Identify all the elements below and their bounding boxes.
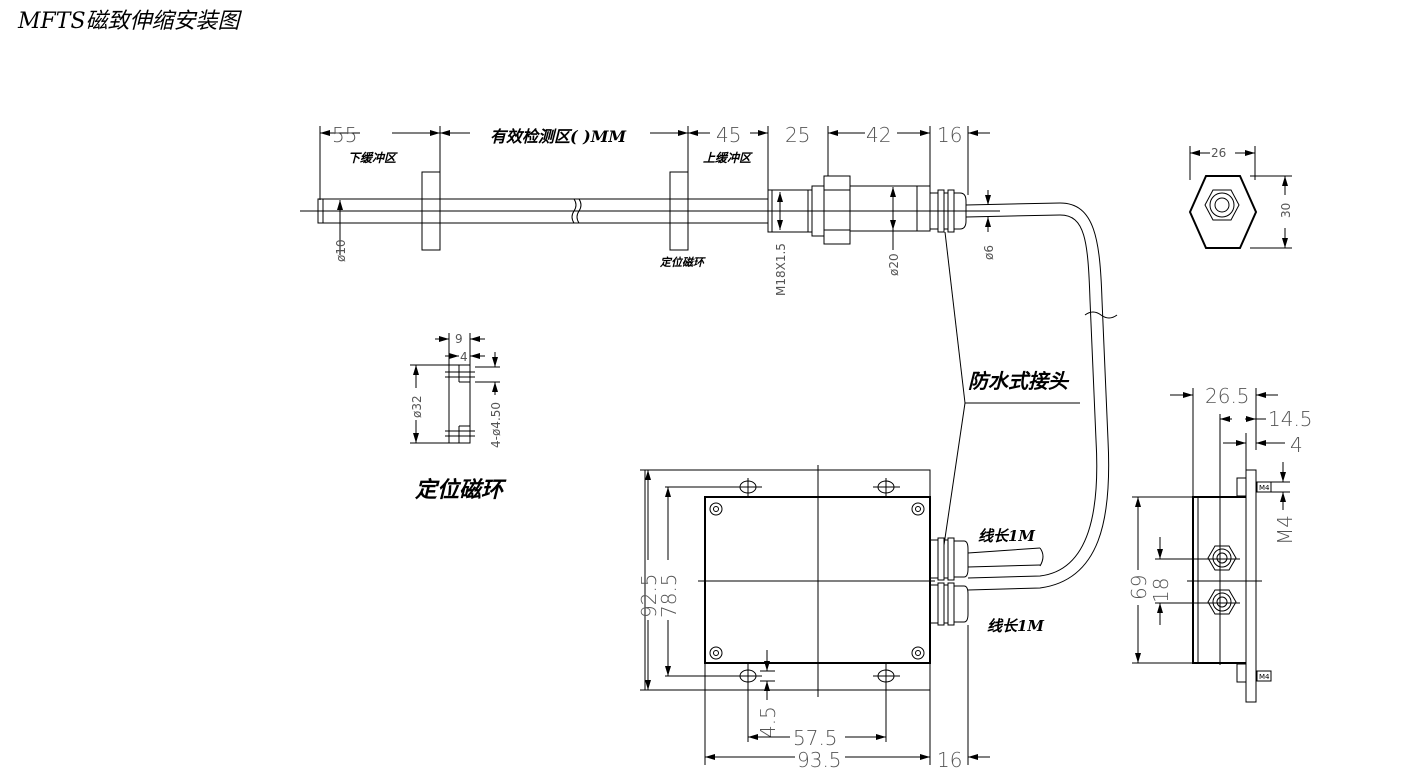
thread-spec: M18X1.5 — [774, 243, 788, 296]
hex-width-dim: 26 — [1211, 146, 1226, 160]
ring-holes-dim: 4-ø4.50 — [489, 402, 503, 448]
ring-thickness-dim: 9 — [455, 332, 463, 346]
cable-diameter: ø6 — [982, 245, 996, 260]
dim-16: 16 — [937, 123, 962, 147]
effective-zone-label: 有效检测区( )MM — [490, 127, 627, 146]
lower-buffer-label: 下缓冲区 — [348, 151, 398, 165]
side-offset-dim: 14.5 — [1268, 407, 1313, 431]
m4-tag-bottom: M4 — [1259, 673, 1270, 681]
cable-length-label-1: 线长1M — [978, 527, 1035, 545]
electronics-box: 92.5 78.5 4.5 57.5 93.5 16 线长1M 线长1M — [637, 465, 1044, 772]
box-hole-spacing-v: 78.5 — [657, 573, 681, 618]
box-width: 93.5 — [797, 748, 842, 772]
ring-groove-dim: 4 — [460, 350, 468, 364]
magnet-ring-label-top: 定位磁环 — [659, 256, 706, 269]
connector-callout: 防水式接头 — [943, 231, 1080, 546]
probe-drawing: 55 有效检测区( )MM 45 25 42 16 下缓冲区 上缓冲区 ø10 … — [300, 123, 1061, 296]
rod-diameter: ø10 — [334, 239, 348, 262]
side-height-dim: 69 — [1127, 575, 1151, 600]
cable-length-label-2: 线长1M — [987, 617, 1044, 635]
magnet-ring-title: 定位磁环 — [414, 477, 507, 503]
side-width-dim: 26.5 — [1205, 384, 1250, 408]
dim-42: 42 — [866, 123, 891, 147]
upper-buffer-label: 上缓冲区 — [703, 151, 753, 165]
side-plate-dim: 4 — [1290, 433, 1303, 457]
dim-25: 25 — [785, 123, 810, 147]
box-hole-spacing-h: 57.5 — [793, 726, 838, 750]
dim-55: 55 — [332, 123, 357, 147]
box-height-outer: 92.5 — [637, 573, 661, 618]
ring-diameter-dim: ø32 — [410, 395, 424, 418]
side-view: 26.5 14.5 4 M4 M4 M4 18 69 — [1127, 384, 1313, 703]
cable — [967, 202, 1118, 591]
hex-height-dim: 30 — [1279, 203, 1293, 218]
m4-tag-top: M4 — [1259, 484, 1270, 492]
magnet-ring-drawing: 9 4 ø32 4-ø4.50 定位磁环 — [410, 332, 507, 503]
dim-45: 45 — [716, 123, 741, 147]
box-hole-dia: 4.5 — [756, 706, 780, 738]
m4-dim: M4 — [1273, 515, 1297, 545]
waterproof-connector-label: 防水式接头 — [968, 369, 1070, 393]
hex-end-view: 26 30 — [1188, 146, 1293, 249]
box-connector-length: 16 — [937, 748, 962, 772]
nut-spacing-dim: 18 — [1149, 578, 1173, 603]
drawing-title: MFTS磁致伸缩安装图 — [17, 9, 243, 34]
body-diameter: ø20 — [887, 253, 901, 276]
